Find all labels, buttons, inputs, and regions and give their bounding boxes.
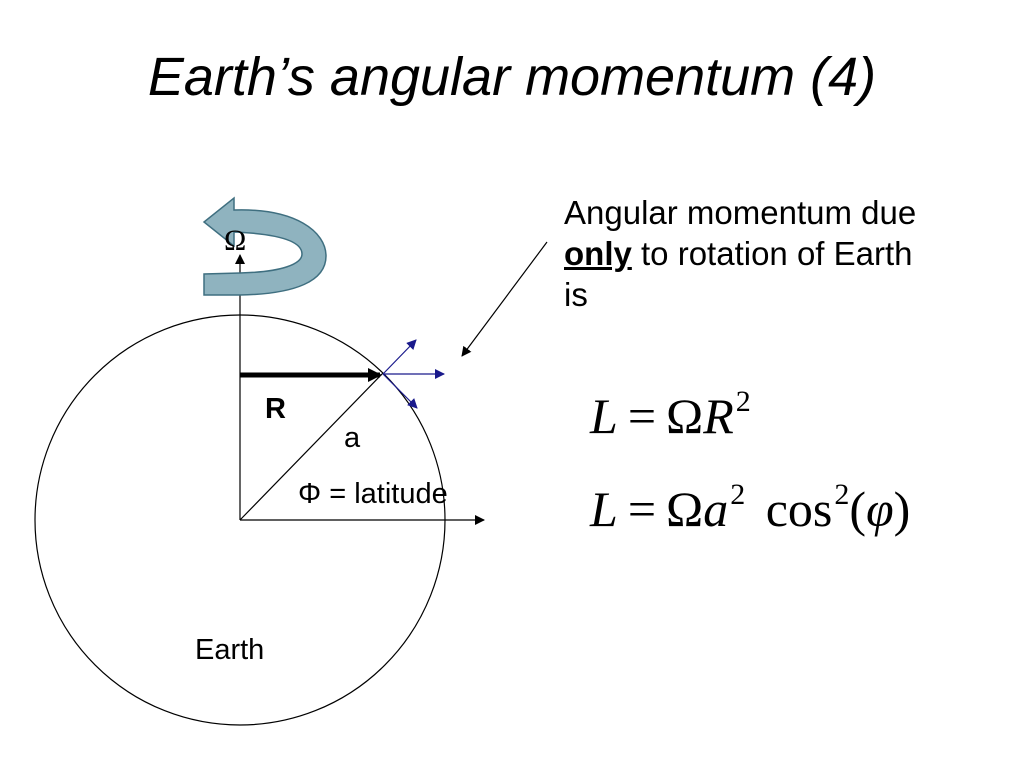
annotation-line-2: only to rotation of Earth xyxy=(564,233,1004,274)
vector-arrow-up xyxy=(382,339,417,375)
annotation-line-2-rest: to rotation of Earth xyxy=(631,235,913,272)
eq2-omega: Ω xyxy=(666,481,704,537)
eq2-func-exponent: 2 xyxy=(834,478,850,511)
annotation-line-3: is xyxy=(564,276,588,313)
radius-a-label: a xyxy=(344,422,361,454)
annotation-emphasis: only xyxy=(564,235,632,272)
annotation-text: Angular momentum due only to rotation of… xyxy=(564,192,1004,315)
eq2-lhs: L xyxy=(590,481,618,537)
eq1-lhs: L xyxy=(590,388,618,444)
eq2-close-paren: ) xyxy=(893,481,911,537)
eq2-equals: = xyxy=(627,481,657,537)
eq2-var: a xyxy=(703,481,729,537)
eq2-open-paren: ( xyxy=(849,481,866,537)
radius-a-line xyxy=(239,372,384,521)
vector-arrow-down xyxy=(382,373,418,409)
annotation-line-1: Angular momentum due xyxy=(564,194,917,231)
slide-title: Earth’s angular momentum (4) xyxy=(147,47,877,107)
eq2-func: cos xyxy=(765,481,833,537)
eq1-exponent: 2 xyxy=(735,385,751,418)
equation-1: L=ΩR2 xyxy=(590,385,751,445)
eq1-var: R xyxy=(703,388,734,444)
rotation-arrow-icon xyxy=(202,196,327,296)
eq2-exponent: 2 xyxy=(730,478,746,511)
eq1-omega: Ω xyxy=(666,388,704,444)
earth-label: Earth xyxy=(195,634,264,666)
latitude-label: Φ = latitude xyxy=(298,478,448,510)
eq1-equals: = xyxy=(627,388,657,444)
radius-r-label: R xyxy=(265,393,286,425)
equation-2: L=Ωa2 cos2(φ) xyxy=(590,478,910,538)
pointer-arrow xyxy=(461,241,548,357)
eq2-arg: φ xyxy=(866,481,894,537)
omega-label: Ω xyxy=(224,224,246,257)
